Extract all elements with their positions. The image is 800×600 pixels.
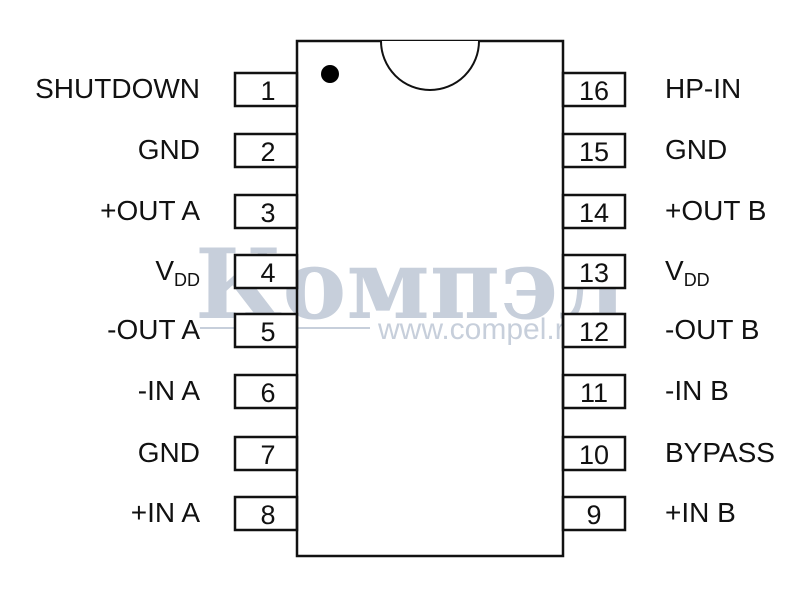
pin-box [561, 71, 627, 108]
pin-number: 7 [260, 440, 275, 470]
pin-label: -IN B [665, 375, 729, 406]
pin-number: 4 [260, 258, 275, 288]
pin-label: VDD [155, 255, 200, 290]
pin-box [561, 312, 627, 349]
pin-number: 6 [260, 378, 275, 408]
pin-number: 15 [579, 137, 609, 167]
pin-label-subscript: DD [174, 270, 200, 290]
pin-label: VDD [665, 255, 710, 290]
pin-box [233, 253, 299, 290]
pin-number: 1 [260, 76, 275, 106]
pin-box [233, 132, 299, 169]
pin-label: GND [138, 437, 200, 468]
pin-box [233, 495, 299, 532]
pin-box [233, 193, 299, 230]
pin-box [233, 71, 299, 108]
pin-label-main: V [665, 255, 684, 286]
pin-label: GND [138, 134, 200, 165]
pin-number: 3 [260, 198, 275, 228]
pin-label: -IN A [138, 375, 201, 406]
pin-number: 16 [579, 76, 609, 106]
pin-box [561, 495, 627, 532]
pin-label-main: V [155, 255, 174, 286]
pin-number: 5 [260, 317, 275, 347]
pin-label: +IN A [131, 497, 201, 528]
pin-number: 2 [260, 137, 275, 167]
pin-label: BYPASS [665, 437, 775, 468]
ic-body [295, 39, 565, 558]
pin-box [561, 132, 627, 169]
pin-label: HP-IN [665, 73, 741, 104]
pin-label-subscript: DD [684, 270, 710, 290]
pin-box [233, 373, 299, 410]
pin-box [561, 435, 627, 472]
pin-number: 9 [586, 500, 601, 530]
pin-number: 12 [579, 317, 609, 347]
pin-label: -OUT A [107, 314, 200, 345]
pin-number: 13 [579, 258, 609, 288]
pin-number: 8 [260, 500, 275, 530]
pin1-dot [321, 65, 339, 83]
pin-label: +OUT B [665, 195, 766, 226]
pin-label: GND [665, 134, 727, 165]
pin-label: +IN B [665, 497, 736, 528]
pin-label: SHUTDOWN [35, 73, 200, 104]
pin-number: 11 [580, 378, 608, 408]
pin-number: 10 [579, 440, 609, 470]
pin-label: -OUT B [665, 314, 759, 345]
watermark-url: www.compel.ru [377, 313, 581, 346]
pin-number: 14 [579, 198, 609, 228]
ic-notch [380, 40, 480, 91]
pin-label: +OUT A [100, 195, 200, 226]
